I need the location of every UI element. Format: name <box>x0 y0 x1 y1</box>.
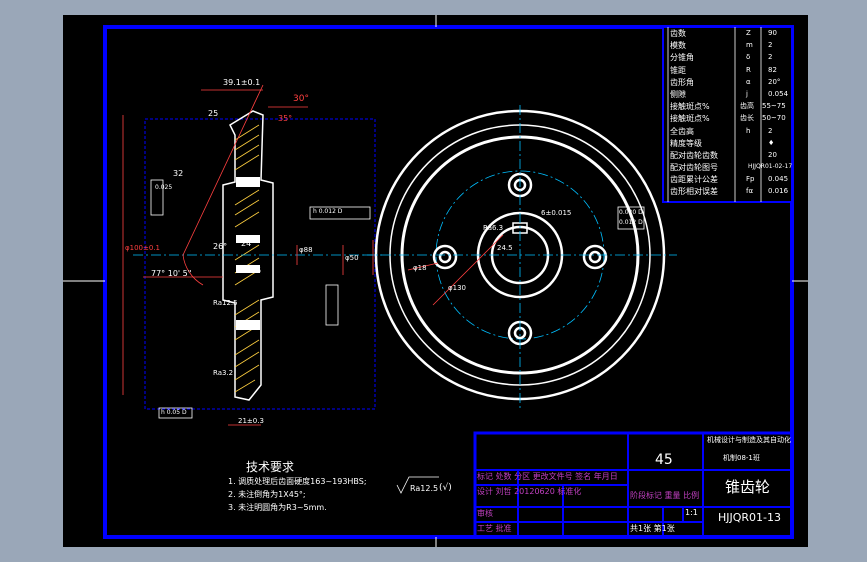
dim-phi18-leader <box>407 262 439 271</box>
tol-frame-front <box>617 206 645 230</box>
dim-phi100: φ100±0.1 <box>125 244 160 252</box>
class-text: 机制08-1班 <box>723 454 760 462</box>
roughness-symbol <box>396 476 439 494</box>
part-name: 锥齿轮 <box>725 478 771 496</box>
parameter-table[interactable] <box>662 26 793 203</box>
ra-3-2-section: Ra3.2 <box>213 369 234 377</box>
title-block[interactable] <box>473 431 794 539</box>
dim-6-015: 6±0.015 <box>541 209 572 217</box>
notes-ra: Ra12.5 <box>410 484 439 493</box>
ra-1-6: Ra1.6 <box>238 266 262 275</box>
tol-frame-vertical <box>150 179 164 216</box>
section-bounding-box <box>144 118 376 410</box>
dim-phi130: φ130 <box>448 284 466 292</box>
dim-phi130-leader <box>432 234 504 306</box>
dim-24-5: 24.5 <box>497 244 513 252</box>
bore-rib-1 <box>236 177 260 187</box>
ra-6-3-front: Ra6.3 <box>483 224 504 232</box>
note-1: 1. 调质处理后齿面硬度163~193HBS; <box>228 477 367 486</box>
dim-arc-26 <box>182 254 204 286</box>
drawing-sheet[interactable]: 39.1±0.1 30° 35° 25 32 0.025 h 0.012 D h… <box>63 15 808 547</box>
param-row: 精度等级♦ <box>670 138 775 148</box>
gear-front-view[interactable] <box>363 105 677 409</box>
dim-39-1: 39.1±0.1 <box>223 78 261 87</box>
tol-h0012: h 0.012 D <box>313 208 343 215</box>
dim-21: 21±0.3 <box>238 417 264 425</box>
notes-ra-symbol: (√) <box>439 483 452 493</box>
notes-title: 技术要求 <box>246 460 295 474</box>
dim-phi18: φ18 <box>413 264 427 272</box>
bore-rib-3 <box>236 265 260 273</box>
dim-angle-30: 30° <box>293 94 309 104</box>
tb-row-stage: 阶段标记 重量 比例 <box>630 491 700 500</box>
school-text: 机械设计与制造及其自动化 <box>707 436 791 444</box>
drawing-canvas[interactable] <box>63 15 808 547</box>
dim-cone-line <box>182 84 264 256</box>
dim-phi88-text: φ88 <box>299 246 313 254</box>
tol-frame-h2 <box>158 407 193 419</box>
tol-frame-h1 <box>309 206 371 220</box>
tb-row-design: 设计 刘哲 20120620 标准化 <box>477 487 582 496</box>
gear-section-view[interactable] <box>122 84 383 426</box>
tb-row-process: 工艺 批准 <box>477 524 512 533</box>
tb-row-review: 审核 <box>477 509 493 518</box>
note-2: 2. 未注倒角为1X45°; <box>228 490 306 499</box>
tol-h005: h 0.05 D <box>161 409 187 416</box>
bore-rib-4 <box>236 320 260 330</box>
dim-32: 32 <box>173 169 184 178</box>
dim-angle-35: 35° <box>278 114 293 123</box>
drawing-number: HJJQR01-13 <box>718 511 782 524</box>
tol-frame-v2 <box>325 284 339 326</box>
dim-r25: 25 <box>208 109 219 118</box>
param-table-frame <box>662 26 793 203</box>
tol-0025: 0.025 <box>155 184 173 191</box>
border-frame <box>103 25 794 539</box>
tb-row-marks: 标记 处数 分区 更改文件号 签名 年月日 <box>477 472 618 481</box>
tol-frame-front-1: 0.020 D <box>619 209 643 216</box>
dim-angle-77: 77° 10' 5" <box>151 269 192 278</box>
dim-phi50-text: φ50 <box>345 254 359 262</box>
dim-24: 24 <box>241 239 252 248</box>
material-text: 45 <box>655 452 673 468</box>
dim-angle-26: 26° <box>213 242 228 251</box>
section-outline <box>222 110 274 401</box>
ra-12-5-section: Ra12.5 <box>213 299 238 307</box>
bore-rib-2 <box>236 235 260 243</box>
note-3: 3. 未注明圆角为R3~5mm. <box>228 503 327 512</box>
tb-sheets: 共1张 第1张 <box>630 524 675 533</box>
section-hatching <box>234 124 260 393</box>
scale-text: 1:1 <box>685 508 698 517</box>
tol-frame-front-2: 0.012 D <box>619 219 643 226</box>
